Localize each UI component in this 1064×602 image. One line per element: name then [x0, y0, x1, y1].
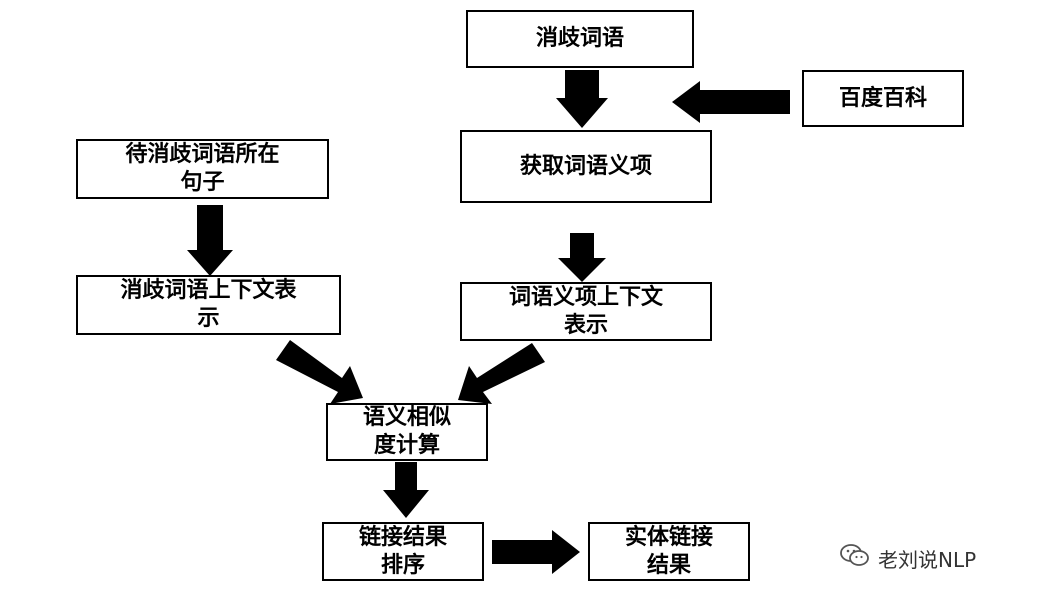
node-rank-results: 链接结果 排序: [322, 522, 484, 581]
node-baidu-baike: 百度百科: [802, 70, 964, 127]
arrow-down-sentence-to-context: [187, 205, 233, 276]
node-get-senses-label: 获取词语义项: [519, 153, 652, 179]
node-context-sentence-label: 待消歧词语所在 句子: [125, 142, 280, 195]
node-sense-context-repr: 词语义项上下文 表示: [460, 282, 712, 341]
node-similarity-label: 语义相似 度计算: [362, 405, 451, 458]
arrow-down-ambiguous-to-senses: [556, 70, 608, 128]
arrow-left-baike-to-senses: [672, 81, 790, 123]
node-sense-context-repr-label: 词语义项上下文 表示: [508, 284, 663, 338]
watermark-text: 老刘说NLP: [878, 547, 977, 572]
node-similarity: 语义相似 度计算: [326, 403, 488, 461]
node-ambiguous-word-label: 消歧词语: [535, 26, 624, 51]
node-ambiguous-word: 消歧词语: [466, 10, 694, 68]
watermark: 老刘说NLP: [840, 538, 1040, 578]
node-entity-linking-result: 实体链接 结果: [588, 522, 750, 581]
arrow-diagonal-sense-context-to-similarity: [458, 343, 545, 404]
arrow-diagonal-context-to-similarity: [276, 340, 363, 404]
node-context-sentence: 待消歧词语所在 句子: [76, 139, 329, 199]
arrow-right-rank-to-result: [492, 530, 580, 574]
arrow-down-similarity-to-rank: [383, 462, 429, 518]
node-get-senses: 获取词语义项: [460, 130, 712, 203]
wechat-icon: [840, 543, 870, 574]
node-entity-linking-result-label: 实体链接 结果: [624, 524, 713, 578]
node-rank-results-label: 链接结果 排序: [358, 524, 447, 578]
node-word-context-repr: 消歧词语上下文表 示: [76, 275, 341, 335]
node-word-context-repr-label: 消歧词语上下文表 示: [120, 278, 297, 331]
arrow-down-senses-to-sense-context: [558, 233, 606, 282]
node-baidu-baike-label: 百度百科: [838, 85, 927, 111]
